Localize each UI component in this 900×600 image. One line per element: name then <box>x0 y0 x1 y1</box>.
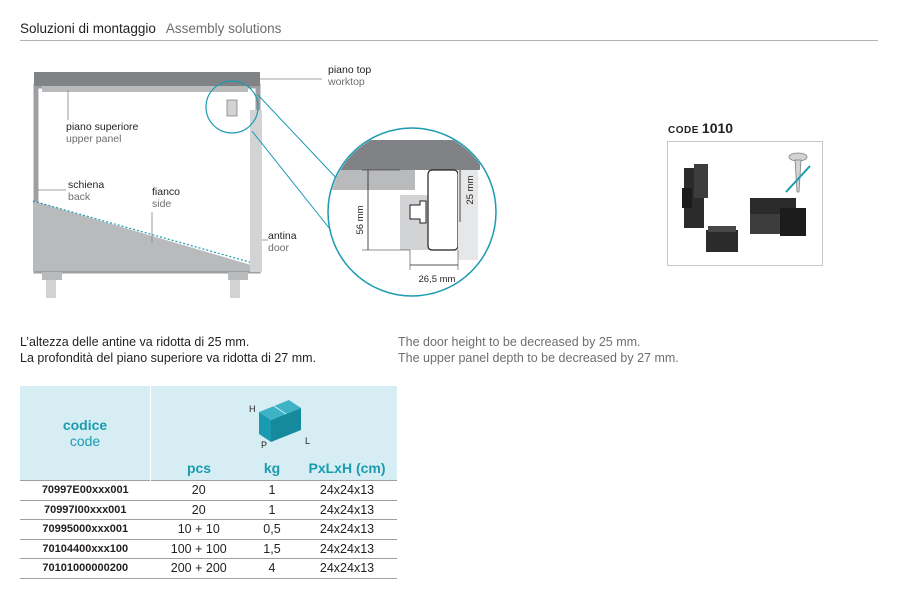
product-image-box <box>667 141 823 266</box>
note-en-line2: The upper panel depth to be decreased by… <box>398 351 679 365</box>
col-dim: PxLxH (cm) <box>297 456 397 481</box>
note-it-line2: La profondità del piano superiore va rid… <box>20 351 317 365</box>
row-code: 70104400xxx100 <box>20 538 151 559</box>
foot-right <box>228 272 248 280</box>
row-kg: 1,5 <box>247 538 297 559</box>
note-en-line1: The door height to be decreased by 25 mm… <box>398 335 641 349</box>
row-kg: 1 <box>247 499 297 520</box>
bracket-horizontal-end <box>780 208 806 236</box>
note-it: L’altezza delle antine va ridotta di 25 … <box>20 334 316 366</box>
table-row: 70101000000200 200 + 200 4 24x24x13 <box>20 558 397 579</box>
row-kg: 0,5 <box>247 519 297 539</box>
row-dim: 24x24x13 <box>297 499 397 520</box>
code-prefix: CODE <box>668 125 699 136</box>
block-small-top <box>708 226 736 232</box>
packaging-table: codice code H P L pcs kg PxLxH (cm) 7099… <box>20 386 397 579</box>
section-title-it: Soluzioni di montaggio <box>20 21 156 36</box>
dim-265-label: 26,5 mm <box>419 274 456 285</box>
upper-panel-shape <box>42 86 248 92</box>
note-it-line1: L’altezza delle antine va ridotta di 25 … <box>20 335 250 349</box>
assembly-diagram: 56 mm 25 mm 26,5 mm <box>32 72 497 298</box>
row-dim: 24x24x13 <box>297 558 397 579</box>
row-kg: 1 <box>247 480 297 500</box>
screw-cross-line <box>785 165 811 193</box>
zoom-upper-panel <box>329 170 415 190</box>
dim-56-label: 56 mm <box>355 205 366 234</box>
code-header-en: code <box>69 433 101 449</box>
foot-left <box>42 272 62 280</box>
box-letter-l: L <box>305 436 310 446</box>
row-code: 70997I00xxx001 <box>20 499 151 520</box>
detail-circle-small <box>205 80 259 134</box>
col-kg: kg <box>247 456 297 481</box>
bracket-vertical-top <box>694 164 708 198</box>
box-letter-p: P <box>261 440 267 450</box>
row-pcs: 20 <box>150 499 247 520</box>
table-row: 70104400xxx100 100 + 100 1,5 24x24x13 <box>20 538 397 559</box>
bracket-horizontal-base <box>750 214 780 234</box>
side-panel-shape <box>33 201 258 271</box>
block-small <box>706 230 738 252</box>
zoom-line-top <box>257 94 341 183</box>
row-code: 70101000000200 <box>20 558 151 579</box>
bracket-vertical-clip <box>682 188 692 208</box>
box-letter-h: H <box>249 404 256 414</box>
row-dim: 24x24x13 <box>297 480 397 500</box>
door-shape <box>250 110 262 272</box>
section-header: Soluzioni di montaggio Assembly solutions <box>20 20 878 41</box>
row-code: 70995000xxx001 <box>20 519 151 539</box>
section-title-en: Assembly solutions <box>165 21 282 36</box>
worktop-shape <box>34 72 260 86</box>
table-row: 70997I00xxx001 20 1 24x24x13 <box>20 499 397 520</box>
table-row: 70997E00xxx001 20 1 24x24x13 <box>20 480 397 500</box>
detail-hinge-small <box>226 99 238 117</box>
box-header: H P L <box>150 386 397 456</box>
foot-left-leg <box>46 280 56 298</box>
row-dim: 24x24x13 <box>297 538 397 559</box>
zoom-worktop <box>329 140 480 170</box>
row-kg: 4 <box>247 558 297 579</box>
row-pcs: 100 + 100 <box>150 538 247 559</box>
row-pcs: 200 + 200 <box>150 558 247 579</box>
door-cut-line <box>32 200 261 266</box>
row-code: 70997E00xxx001 <box>20 480 151 500</box>
zoom-door <box>427 169 459 251</box>
row-dim: 24x24x13 <box>297 519 397 539</box>
code-header: codice code <box>20 386 151 481</box>
table-row: 70995000xxx001 10 + 10 0,5 24x24x13 <box>20 519 397 539</box>
row-pcs: 20 <box>150 480 247 500</box>
code-number: 1010 <box>701 120 734 136</box>
foot-right-leg <box>230 280 240 298</box>
code-header-it: codice <box>62 417 108 433</box>
row-pcs: 10 + 10 <box>150 519 247 539</box>
dim-25-label: 25 mm <box>465 175 476 204</box>
zoom-door-edge <box>458 170 478 260</box>
product-image <box>682 152 811 252</box>
box-icon: H P L <box>249 399 310 450</box>
zoom-hinge <box>409 200 427 224</box>
note-en: The door height to be decreased by 25 mm… <box>398 334 679 366</box>
col-pcs: pcs <box>150 456 247 481</box>
